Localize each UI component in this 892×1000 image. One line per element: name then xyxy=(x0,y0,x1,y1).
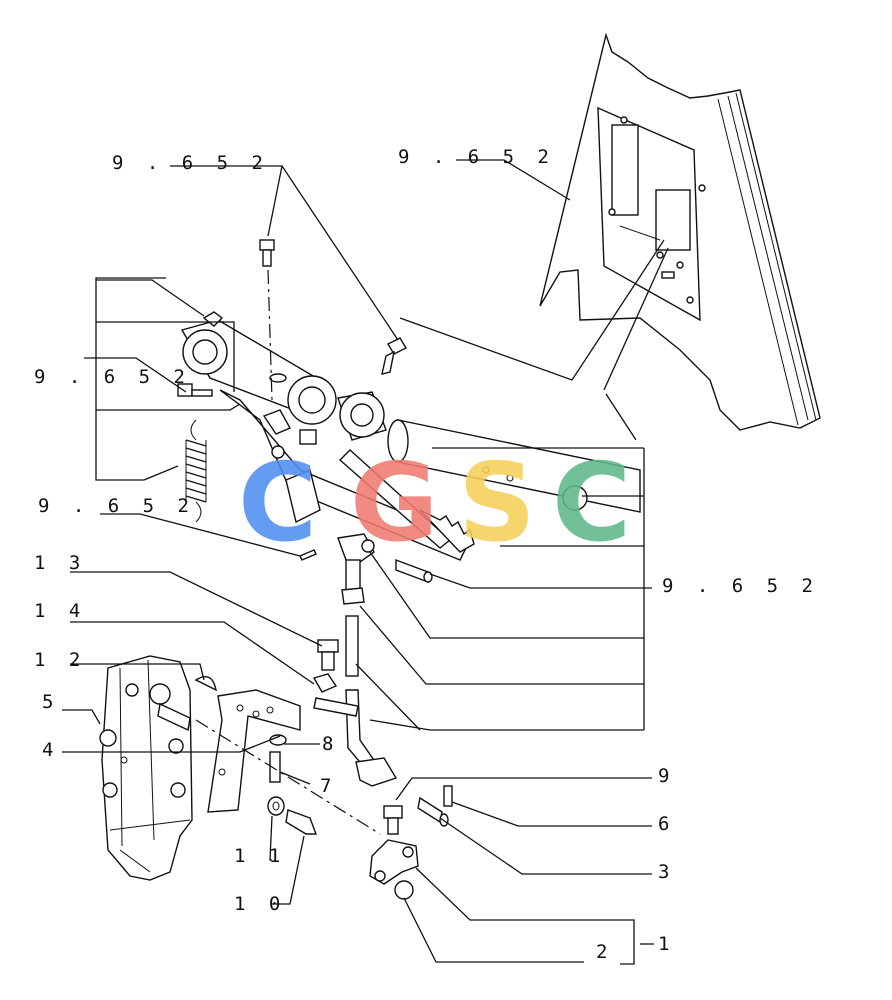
label-part-3: 3 xyxy=(658,861,675,883)
control-rod xyxy=(313,533,398,787)
label-part-13: 1 3 xyxy=(34,552,86,574)
label-part-2: 2 xyxy=(596,941,613,963)
label-ref-mid-left: 9 . 6 5 2 xyxy=(34,366,191,388)
label-part-6: 6 xyxy=(658,813,675,835)
watermark-letter-s: S xyxy=(458,441,536,566)
label-ref-top-right: 9 . 6 5 2 xyxy=(398,146,555,168)
label-ref-top-left: 9 . 6 5 2 xyxy=(112,152,269,174)
bolt-top-center xyxy=(259,239,275,267)
pedal-linkage xyxy=(177,239,641,584)
watermark-letter-c2: C xyxy=(552,441,631,566)
bolt-mid-left xyxy=(177,383,213,397)
watermark-letter-c1: C xyxy=(238,441,317,566)
label-part-14: 1 4 xyxy=(34,600,86,622)
valve-body xyxy=(99,655,193,881)
label-part-5: 5 xyxy=(42,691,59,713)
bolt-top-right xyxy=(381,337,407,375)
label-part-11: 1 1 xyxy=(234,845,286,867)
callout-labels: 9 . 6 5 2 9 . 6 5 2 9 . 6 5 2 9 . 6 5 2 … xyxy=(34,146,819,963)
label-part-10: 1 0 xyxy=(234,893,286,915)
label-ref-lower-left: 9 . 6 5 2 xyxy=(38,495,195,517)
tractor-panel xyxy=(539,32,821,431)
watermark: C G S C xyxy=(238,441,631,566)
label-ref-right: 9 . 6 5 2 xyxy=(662,575,819,597)
label-part-7: 7 xyxy=(320,775,337,797)
label-part-4: 4 xyxy=(42,739,59,761)
label-part-8: 8 xyxy=(322,733,339,755)
label-part-9: 9 xyxy=(658,765,675,787)
spring xyxy=(185,419,207,523)
lower-fittings xyxy=(194,639,453,900)
label-part-12: 1 2 xyxy=(34,649,86,671)
label-part-1: 1 xyxy=(658,933,675,955)
watermark-letter-g: G xyxy=(350,441,439,566)
leader-lines xyxy=(62,159,669,965)
